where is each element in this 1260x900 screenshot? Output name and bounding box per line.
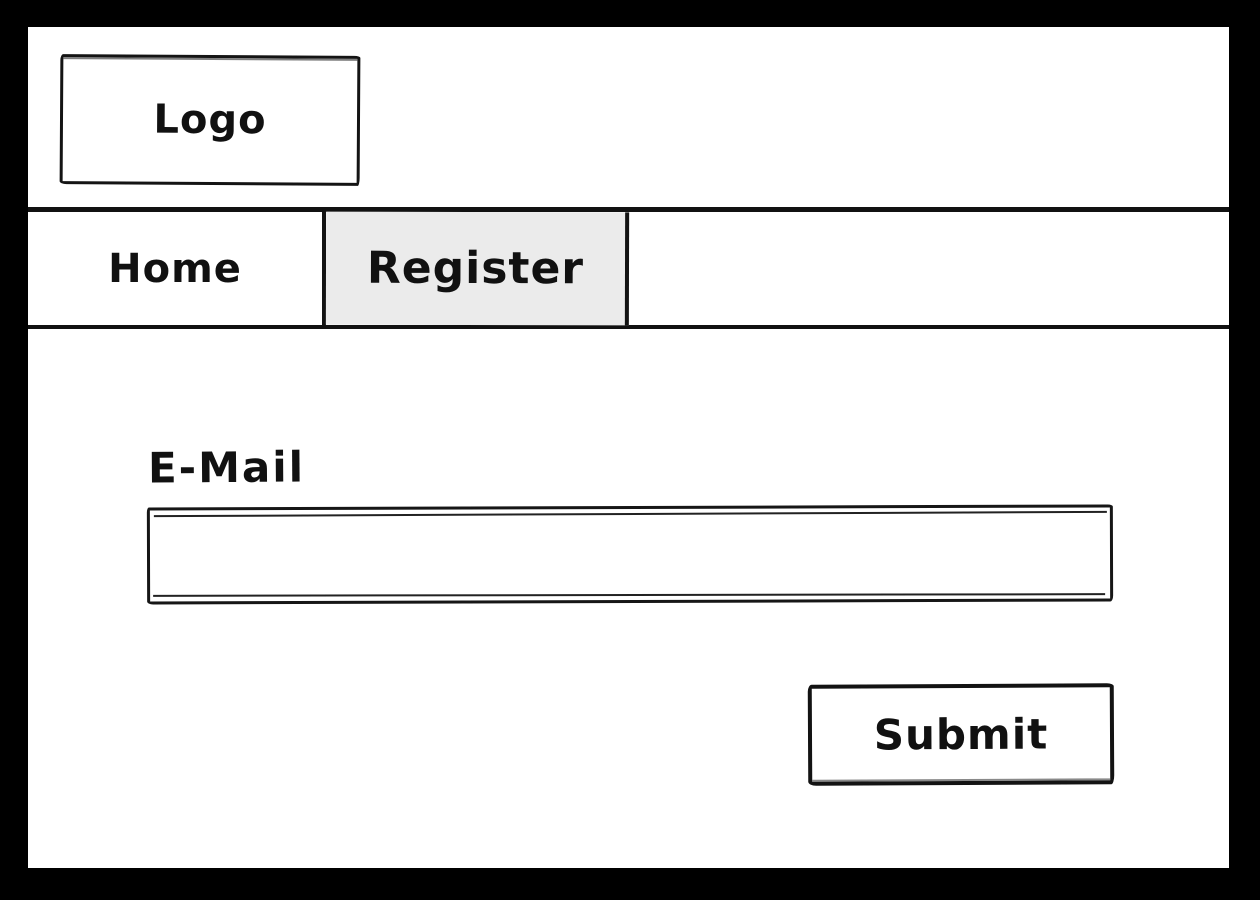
email-input[interactable] [159,515,1101,594]
wireframe-page: Logo Home Register E-Mail Submit [28,27,1229,868]
submit-button[interactable]: Submit [807,683,1115,786]
email-input-frame [146,504,1114,605]
nav-bar: Home Register [28,207,1229,329]
tab-home-label: Home [108,245,242,292]
content-area: E-Mail Submit [28,329,1229,864]
tab-register[interactable]: Register [325,211,630,326]
header-section: Logo [28,27,1229,207]
submit-button-label: Submit [873,709,1049,760]
email-label: E-Mail [147,442,306,493]
tab-register-label: Register [366,242,585,295]
nav-spacer [629,212,1229,325]
logo[interactable]: Logo [59,54,361,186]
tab-home[interactable]: Home [28,212,326,325]
logo-label: Logo [153,96,267,144]
